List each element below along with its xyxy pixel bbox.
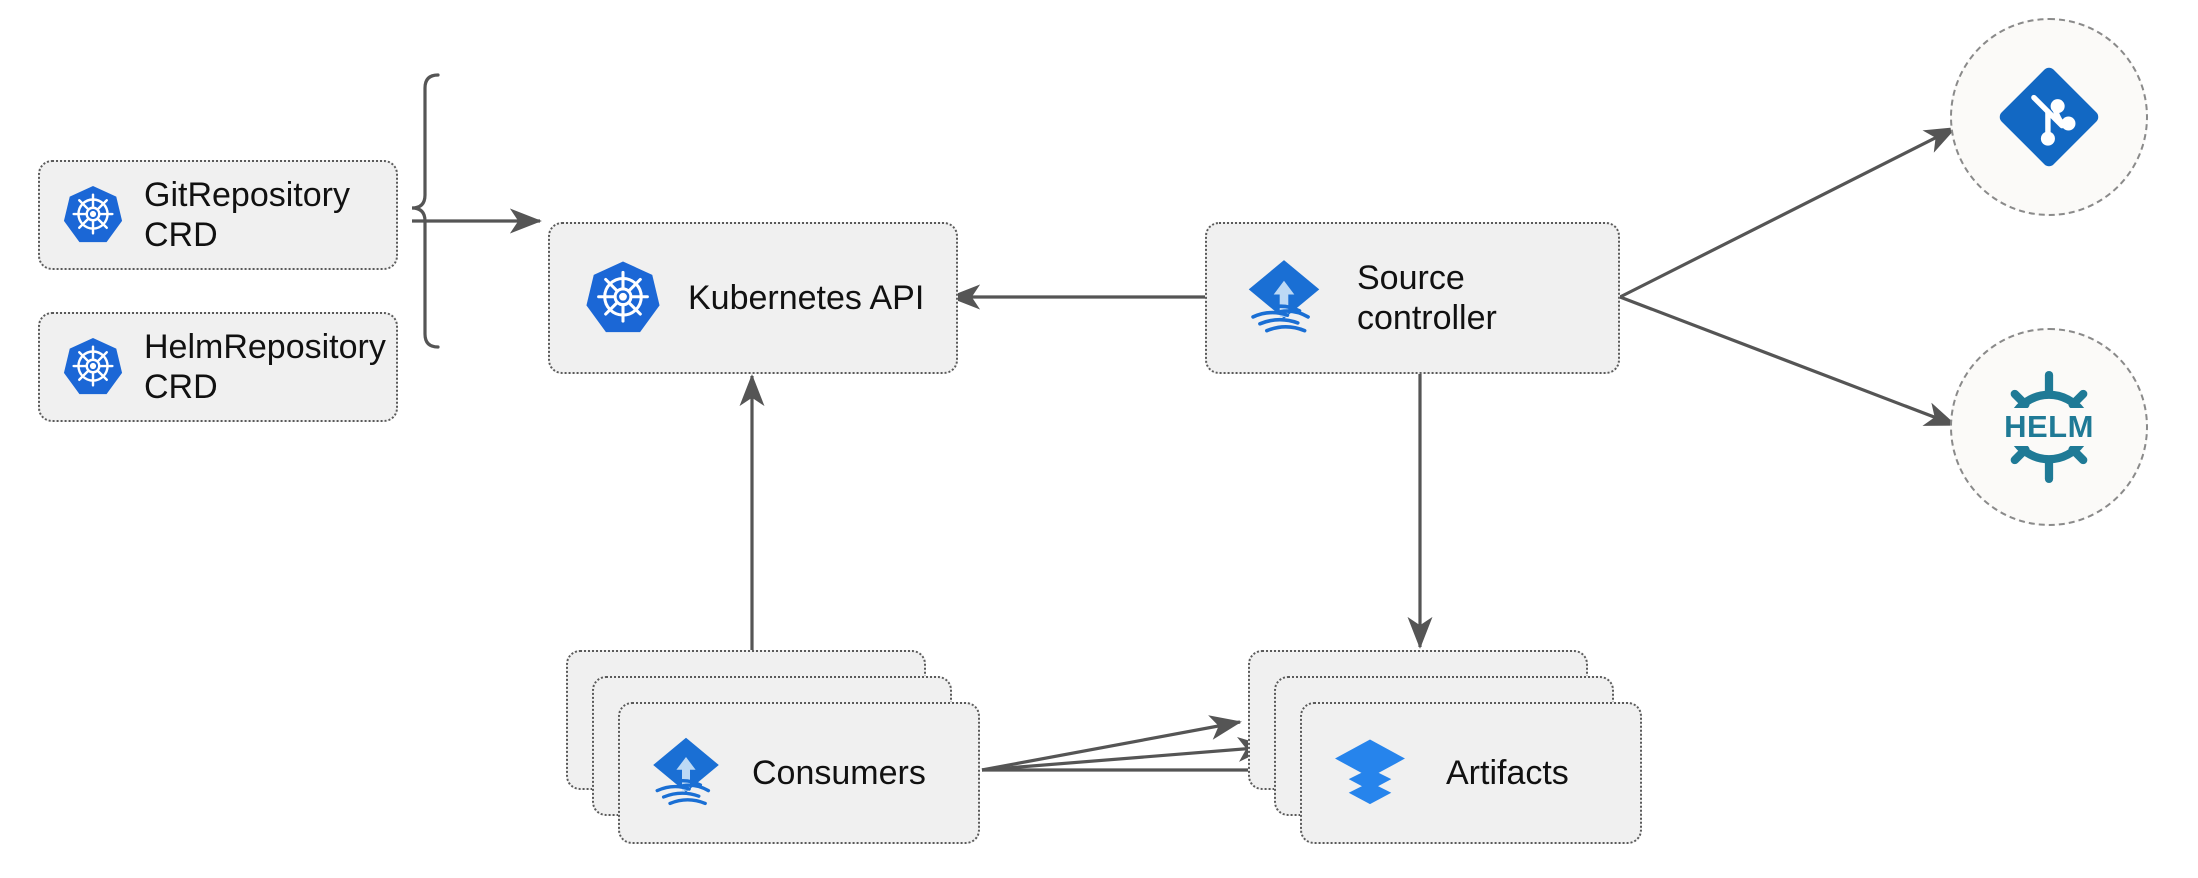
node-artifacts[interactable]: Artifacts	[1300, 702, 1642, 844]
node-kubernetes-api[interactable]: Kubernetes API	[548, 222, 958, 374]
arrow-consumers-to-artifacts-2	[981, 736, 1270, 772]
kubernetes-icon	[62, 336, 124, 398]
node-label: HelmRepository CRD	[144, 327, 386, 406]
node-label: Source controller	[1357, 258, 1497, 337]
node-helm-repository-crd[interactable]: HelmRepository CRD	[38, 312, 398, 422]
crd-bracket	[411, 73, 440, 349]
node-source-controller[interactable]: Source controller	[1205, 222, 1620, 374]
node-git-repository-crd[interactable]: GitRepository CRD	[38, 160, 398, 270]
node-label: Artifacts	[1446, 753, 1569, 792]
helm-icon: HELM	[1990, 368, 2108, 486]
node-git-source[interactable]	[1950, 18, 2148, 216]
node-label: GitRepository CRD	[144, 175, 350, 254]
helm-wordmark: HELM	[1990, 408, 2108, 446]
flux-icon	[1241, 255, 1327, 341]
arrow-consumers-to-artifacts-1	[981, 715, 1242, 772]
layers-icon	[1332, 735, 1408, 811]
node-consumers[interactable]: Consumers	[618, 702, 980, 844]
git-icon	[1995, 63, 2103, 171]
kubernetes-icon	[584, 259, 662, 337]
node-helm-source[interactable]: HELM	[1950, 328, 2148, 526]
arrow-source-controller-to-helm	[1619, 295, 1957, 427]
arrow-source-controller-to-git	[1619, 126, 1957, 299]
node-consumers-stack: Consumers	[566, 650, 986, 850]
flux-icon	[646, 733, 726, 813]
node-label: Consumers	[752, 753, 926, 792]
node-label: Kubernetes API	[688, 278, 925, 317]
node-artifacts-stack: Artifacts	[1248, 650, 1668, 850]
kubernetes-icon	[62, 184, 124, 246]
